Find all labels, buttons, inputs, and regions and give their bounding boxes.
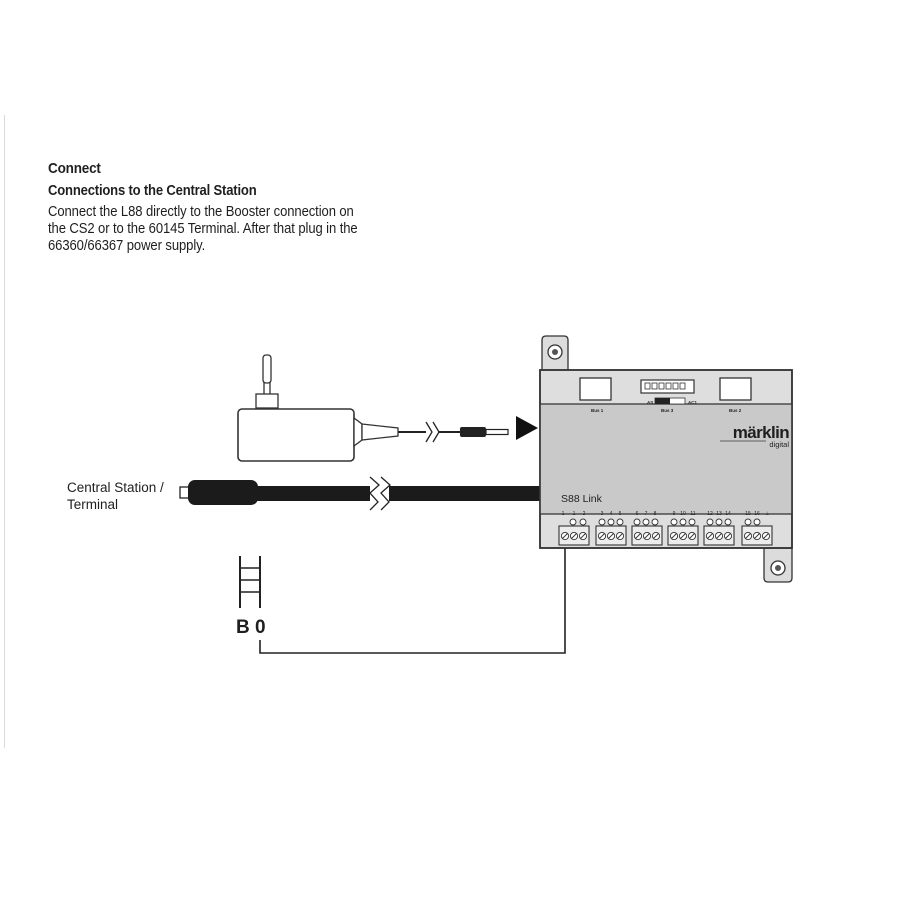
brand-subtitle: digital	[769, 440, 789, 449]
terminal-label: Terminal	[67, 497, 118, 512]
section-title: Connect	[48, 160, 101, 177]
brand-logo: märklin	[733, 423, 789, 442]
mode-switch	[654, 397, 686, 405]
bus2-label: Bus 2	[729, 408, 742, 413]
booster-label: B 0	[236, 617, 266, 638]
terminal-1-label-b: 1	[573, 511, 576, 517]
terminal-2-label-a: 3	[601, 511, 604, 517]
terminal-2-label-b: 4	[610, 511, 613, 517]
terminal-4-label-a: 9	[673, 511, 676, 517]
terminal-3-label-a: 6	[636, 511, 639, 517]
s88-link-device: AS AC1 Bus 1 Bus 3 Bus 2 märklin digital…	[539, 335, 793, 583]
terminal-group-1: 1 1 2	[558, 511, 590, 546]
terminal-4-label-c: 11	[690, 511, 695, 517]
terminal-group-6: 15 16 ⊥	[741, 511, 773, 546]
bus3-label: Bus 3	[661, 408, 674, 413]
terminal-group-4: 9 10 11	[667, 511, 699, 546]
terminal-3-label-b: 7	[645, 511, 648, 517]
connect-arrow	[516, 416, 538, 440]
terminal-3-label-c: 8	[654, 511, 657, 517]
terminal-group-3: 6 7 8	[631, 511, 663, 546]
booster-wire	[259, 544, 566, 654]
terminal-5-label-c: 14	[725, 511, 731, 517]
terminal-group-5: 12 13 14	[703, 511, 735, 546]
terminal-6-label-a: 15	[745, 511, 751, 517]
bus2-port	[719, 377, 752, 401]
instruction-line-3: 66360/66367 power supply.	[48, 238, 206, 254]
power-cable	[398, 416, 538, 443]
central-station-cable	[179, 476, 541, 511]
terminal-group-2: 3 4 5	[595, 511, 627, 546]
switch-left-label: AS	[647, 400, 653, 405]
terminal-4-label-b: 10	[680, 511, 686, 517]
booster-connector	[239, 556, 261, 608]
terminal-6-label-b: 16	[754, 511, 760, 517]
central-station-label: Central Station /	[67, 480, 164, 495]
instruction-line-2: the CS2 or to the 60145 Terminal. After …	[48, 221, 358, 237]
terminal-1-label-a: 1	[562, 511, 565, 517]
terminal-6-label-c: ⊥	[765, 511, 769, 517]
switch-right-label: AC1	[688, 400, 697, 405]
device-model-label: S88 Link	[561, 493, 603, 505]
terminal-5-label-a: 12	[707, 511, 713, 517]
bus3-port	[640, 379, 695, 394]
power-supply	[237, 354, 399, 462]
terminal-5-label-b: 13	[716, 511, 722, 517]
bus1-port	[579, 377, 612, 401]
terminal-2-label-c: 5	[619, 511, 622, 517]
terminal-1-label-c: 2	[583, 511, 586, 517]
bus1-label: Bus 1	[591, 408, 604, 413]
page-margin-rule	[4, 115, 5, 748]
instruction-line-1: Connect the L88 directly to the Booster …	[48, 204, 354, 220]
section-subtitle: Connections to the Central Station	[48, 183, 257, 199]
